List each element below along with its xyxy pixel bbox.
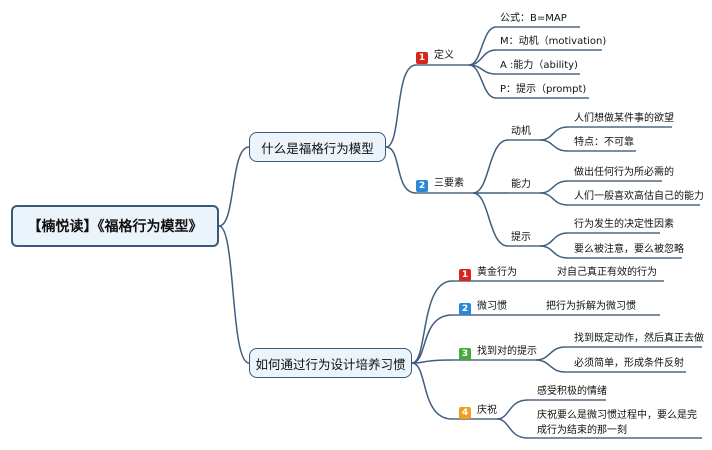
- motivation-item-1[interactable]: 人们想做某件事的欲望: [574, 113, 674, 124]
- connector-branch2-prompt: [411, 359, 453, 364]
- connector-def-4: [468, 64, 497, 99]
- root-node[interactable]: 【楠悦读】《福格行为模型》: [11, 205, 219, 247]
- branch1-title: 什么是福格行为模型: [261, 140, 374, 156]
- connector-def-1: [468, 26, 497, 66]
- connector-b2p-2: [535, 359, 566, 373]
- prompt-item-2[interactable]: 要么被注意，要么被忽略: [574, 244, 684, 255]
- motivation-item-2[interactable]: 特点：不可靠: [574, 137, 634, 148]
- celebrate-item-2[interactable]: 庆祝要么是微习惯过程中，要么是完成行为结束的那一刻: [537, 410, 697, 436]
- definition-item-3[interactable]: A :能力（ability): [500, 60, 578, 71]
- connector-abi-1: [539, 180, 569, 194]
- prompt-item-1[interactable]: 行为发生的决定性因素: [574, 219, 674, 230]
- connector-pro-1: [539, 232, 569, 247]
- root-title: 【楠悦读】《福格行为模型》: [27, 219, 203, 235]
- topic-celebrate[interactable]: 4 庆祝: [459, 404, 497, 419]
- connector-cel-2: [496, 418, 529, 439]
- connector-root-branch1: [218, 146, 250, 227]
- right-prompt-item-1[interactable]: 找到既定动作，然后真正去做: [574, 333, 704, 344]
- element-motivation[interactable]: 动机: [511, 126, 531, 137]
- connector-elem-motivation: [472, 139, 509, 194]
- connector-branch2-golden: [411, 280, 453, 364]
- priority-4-icon: 4: [459, 407, 471, 419]
- ability-item-2[interactable]: 人们一般喜欢高估自己的能力: [574, 191, 704, 202]
- priority-1-icon: 1: [416, 52, 428, 64]
- topic-right-prompt-label: 找到对的提示: [477, 346, 537, 357]
- branch2-title: 如何通过行为设计培养习惯: [255, 356, 406, 372]
- connector-b2p-1: [535, 346, 566, 361]
- topic-right-prompt[interactable]: 3 找到对的提示: [459, 345, 537, 360]
- connector-root-branch2: [218, 225, 250, 364]
- connector-branch1-definition: [385, 64, 417, 148]
- connector-elem-prompt: [472, 192, 509, 247]
- priority-1-icon: 1: [459, 269, 471, 281]
- priority-2-icon: 2: [416, 180, 428, 192]
- topic-definition[interactable]: 1 定义: [416, 49, 454, 64]
- topic-micro-habit[interactable]: 2 微习惯: [459, 300, 507, 315]
- connector-pro-2: [539, 245, 569, 259]
- priority-2-icon: 2: [459, 303, 471, 315]
- connector-mot-2: [539, 139, 569, 152]
- branch-what-is-model[interactable]: 什么是福格行为模型: [249, 132, 386, 162]
- celebrate-item-1[interactable]: 感受积极的情绪: [537, 386, 607, 397]
- definition-item-4[interactable]: P：提示（prompt): [500, 84, 587, 95]
- branch-habit-design[interactable]: 如何通过行为设计培养习惯: [249, 348, 412, 378]
- golden-item-1[interactable]: 对自己真正有效的行为: [557, 267, 657, 278]
- connector-branch1-elements: [385, 146, 417, 194]
- topic-celebrate-label: 庆祝: [477, 405, 497, 416]
- micro-item-1[interactable]: 把行为拆解为微习惯: [546, 301, 636, 312]
- connector-branch2-celebrate: [411, 362, 453, 420]
- element-prompt[interactable]: 提示: [511, 232, 531, 243]
- topic-definition-label: 定义: [434, 50, 454, 61]
- right-prompt-item-2[interactable]: 必须简单，形成条件反射: [574, 358, 684, 369]
- topic-golden-behavior[interactable]: 1 黄金行为: [459, 266, 517, 281]
- connector-cel-1: [496, 399, 529, 420]
- connector-mot-1: [539, 126, 569, 141]
- definition-item-2[interactable]: M：动机（motivation): [500, 36, 607, 47]
- topic-three-elements[interactable]: 2 三要素: [416, 177, 464, 192]
- topic-micro-label: 微习惯: [477, 301, 507, 312]
- definition-item-1[interactable]: 公式：B=MAP: [500, 13, 567, 24]
- element-ability[interactable]: 能力: [511, 179, 531, 190]
- ability-item-1[interactable]: 做出任何行为所必需的: [574, 167, 674, 178]
- connector-abi-2: [539, 192, 569, 206]
- topic-three-elements-label: 三要素: [434, 178, 464, 189]
- topic-golden-label: 黄金行为: [477, 267, 517, 278]
- priority-3-icon: 3: [459, 348, 471, 360]
- connector-branch2-micro: [411, 314, 453, 364]
